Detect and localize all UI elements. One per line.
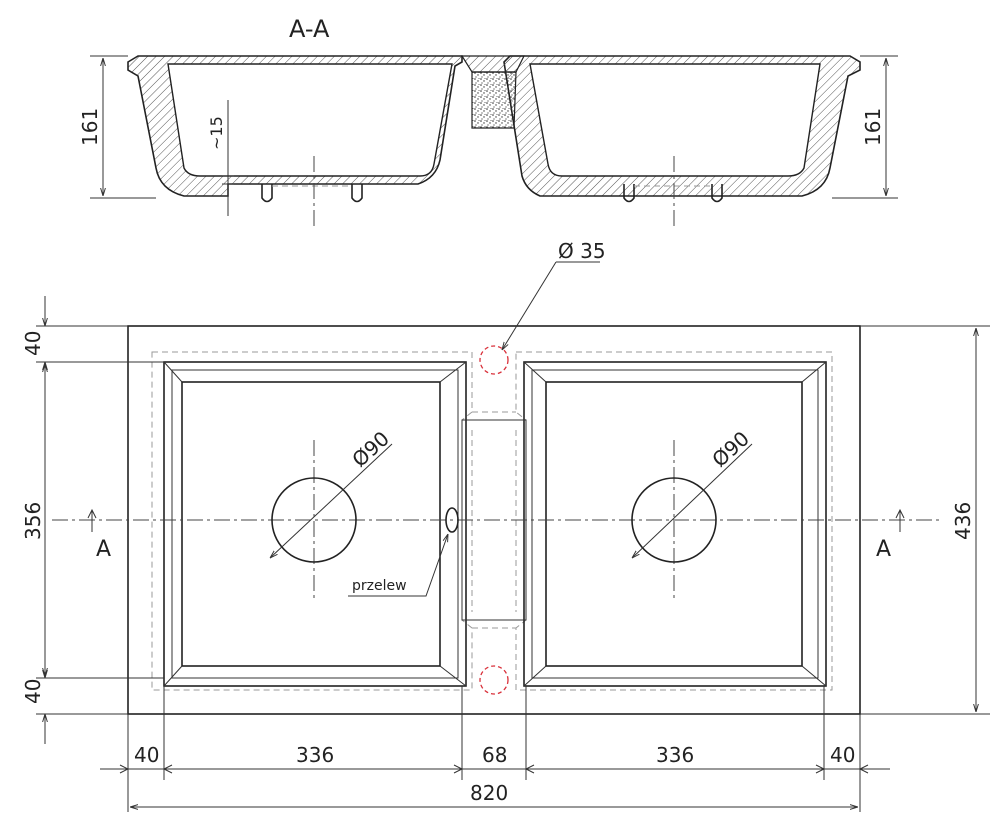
dim-161-left-label: 161	[78, 108, 102, 146]
left-bowl-inner	[181, 381, 441, 667]
left-bowl-rim	[163, 361, 467, 687]
dim-15-label: ~15	[207, 116, 226, 150]
left-bowl-corner-bl	[163, 665, 183, 687]
hidden-middle-strip	[471, 411, 517, 629]
section-drain-right-a	[623, 184, 635, 203]
drain-right	[631, 477, 717, 563]
section-mark-right: A	[876, 537, 891, 562]
section-right-bowl-inner	[529, 63, 821, 177]
drain-left-label: Ø90	[347, 426, 394, 471]
drain-left	[271, 477, 357, 563]
hole-leader	[502, 261, 557, 350]
dim-right-margin: 40	[830, 743, 855, 767]
section-drain-left-b	[351, 184, 363, 203]
overflow-slot	[445, 507, 459, 533]
dim-left-bowl: 336	[296, 743, 334, 767]
left-bowl-bevel	[171, 369, 459, 679]
overflow-label: przelew	[352, 578, 407, 594]
drain-right-diameter	[632, 443, 753, 558]
section-mark-left: A	[96, 537, 111, 562]
right-bowl-corner-tl	[523, 361, 547, 383]
right-bowl-corner-tr	[801, 361, 827, 383]
hidden-outline-left	[151, 351, 473, 691]
dim-width-total: 820	[470, 781, 508, 805]
right-bowl-corner-br	[801, 665, 827, 687]
dim-161-right-label: 161	[861, 108, 885, 146]
dim-height-inner: 356	[21, 502, 45, 540]
section-drain-right-b	[711, 184, 723, 203]
dim-w-arrows	[119, 764, 869, 774]
tap-hole-bottom	[479, 665, 509, 695]
section-middle-core	[471, 71, 517, 129]
left-bowl-corner-tl	[163, 361, 183, 383]
dim-middle: 68	[482, 743, 507, 767]
section-mark-right-arrow	[895, 508, 905, 532]
dim-right-bowl: 336	[656, 743, 694, 767]
section-left-bowl-inner	[167, 63, 453, 177]
width-dimensions: 40 336 68 336 40 820	[100, 686, 890, 812]
plan-view: Ø90 Ø90 przelew Ø 35 A A 40 356 40	[21, 239, 990, 744]
drain-left-diameter	[270, 443, 393, 558]
right-bowl-corner-bl	[523, 665, 547, 687]
right-bowl-rim	[523, 361, 827, 687]
left-bowl-corner-tr	[439, 361, 467, 383]
dim-height-total: 436	[951, 502, 975, 540]
dim-height-bottom-margin: 40	[21, 679, 45, 704]
tap-hole-label: Ø 35	[558, 239, 606, 263]
tap-hole-top	[479, 345, 509, 375]
right-bowl-inner	[545, 381, 803, 667]
overflow-leader	[348, 534, 448, 597]
left-bowl-corner-br	[439, 665, 467, 687]
right-bowl-bevel	[531, 369, 819, 679]
section-view: A-A 161 161 ~15	[78, 15, 898, 230]
dim-left-margin: 40	[134, 743, 159, 767]
section-middle-cap	[460, 55, 525, 73]
section-title: A-A	[289, 15, 330, 43]
dim-height-top-margin: 40	[21, 331, 45, 356]
section-mark-left-arrow	[87, 508, 97, 532]
drain-right-label: Ø90	[707, 426, 754, 471]
section-drain-left-a	[261, 184, 273, 203]
